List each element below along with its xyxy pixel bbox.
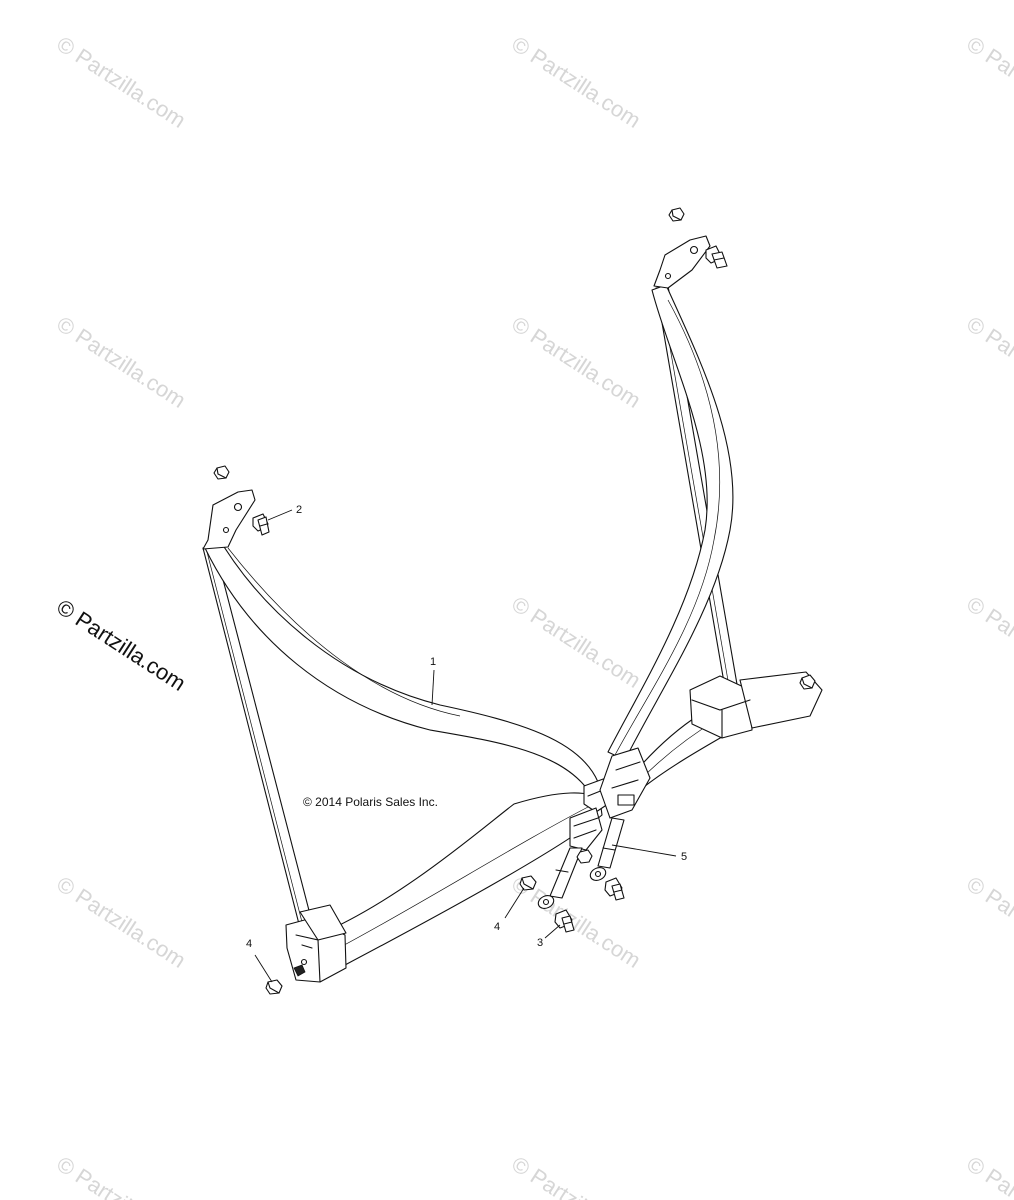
right-seat-belt — [599, 207, 823, 819]
left-top-anchor-plate — [202, 489, 256, 550]
left-top-nut — [213, 465, 230, 480]
watermark: © Partzilla.com — [507, 1151, 645, 1200]
leader-lines — [254, 509, 677, 983]
watermark: © Partzilla.com — [507, 31, 645, 133]
watermark: © Partzilla.com — [52, 311, 190, 413]
watermark: © Partzilla.com — [507, 311, 645, 413]
left-anchor-bolt — [252, 513, 270, 536]
left-buckle — [569, 807, 603, 851]
watermark-group: © Partzilla.com © Partzilla.com © Partzi… — [52, 31, 1014, 1200]
right-stalk-eyelet — [589, 867, 607, 881]
watermark: © Partzilla.com — [962, 31, 1014, 133]
callout-2: 2 — [296, 504, 302, 516]
watermark: © Partzilla.com — [507, 591, 645, 693]
center-bolt — [554, 909, 575, 933]
right-top-anchor-plate — [653, 235, 711, 289]
watermark: © Partzilla.com — [962, 311, 1014, 413]
watermark: © Partzilla.com — [52, 1151, 190, 1200]
left-bottom-nut — [265, 979, 283, 995]
center-nut — [519, 875, 537, 891]
left-buckle-stalk — [549, 847, 583, 899]
callout-3: 3 — [537, 937, 543, 949]
stalk-nut — [576, 849, 593, 864]
right-anchor-bolt — [705, 245, 728, 269]
right-buckle-stalk — [597, 817, 625, 869]
watermark: © Partzilla.com — [962, 591, 1014, 693]
copyright-notice: © 2014 Polaris Sales Inc. — [303, 795, 438, 809]
right-side-nut — [799, 674, 816, 690]
left-seat-belt — [202, 465, 615, 995]
watermark: © Partzilla.com — [52, 871, 190, 973]
watermark-main: © Partzilla.com — [52, 594, 190, 696]
watermark: © Partzilla.com — [52, 31, 190, 133]
callout-numbers: 1 2 3 4 4 5 — [246, 504, 687, 950]
watermark: © Partzilla.com — [962, 871, 1014, 973]
buckle-stalks — [519, 807, 625, 933]
right-top-nut — [668, 207, 685, 222]
right-belt-buckle — [599, 747, 651, 819]
left-retractor — [285, 904, 347, 983]
callout-4-left: 4 — [246, 938, 252, 950]
stalk-bolt — [604, 877, 625, 901]
callout-5: 5 — [681, 851, 687, 863]
callout-1: 1 — [430, 656, 436, 668]
left-stalk-eyelet — [537, 895, 555, 909]
watermark: © Partzilla.com — [962, 1151, 1014, 1200]
callout-4-center: 4 — [494, 921, 500, 933]
